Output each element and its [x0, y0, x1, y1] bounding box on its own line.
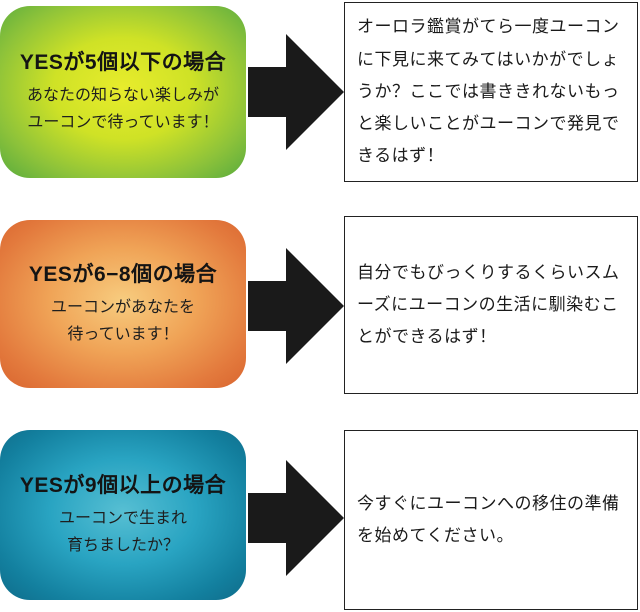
badge-description-line: 育ちましたか？ — [66, 534, 179, 554]
badge-title: YESが6−8個の場合 — [28, 262, 218, 286]
arrow-right-icon — [248, 34, 344, 150]
result-message-box-2: 自分でもびっくりするくらいスムーズにユーコンの生活に馴染むことができるはず！ — [344, 216, 638, 394]
result-row-3: YESが9個以上の場合 ユーコンで生まれ 育ちましたか？ 今すぐにユーコンへの移… — [0, 424, 640, 612]
result-message-box-3: 今すぐにユーコンへの移住の準備を始めてください。 — [344, 430, 638, 610]
arrow-right-icon — [248, 248, 344, 364]
result-message-text: オーロラ鑑賞がてら一度ユーコンに下見に来てみてはいかがでしょうか？ここでは書きき… — [357, 17, 620, 167]
result-row-1: YESが5個以下の場合 あなたの知らない楽しみが ユーコンで待っています！ オー… — [0, 0, 640, 186]
result-message-text: 今すぐにユーコンへの移住の準備を始めてください。 — [357, 493, 620, 546]
badge-description: ユーコンがあなたを 待っています！ — [51, 294, 195, 347]
result-badge-2: YESが6−8個の場合 ユーコンがあなたを 待っています！ — [0, 220, 246, 388]
badge-description-line: ユーコンで生まれ — [58, 508, 187, 528]
badge-description-line: ユーコンで待っています！ — [27, 111, 219, 131]
result-message-box-1: オーロラ鑑賞がてら一度ユーコンに下見に来てみてはいかがでしょうか？ここでは書きき… — [344, 2, 638, 182]
badge-description-line: 待っています！ — [67, 323, 179, 343]
badge-description: あなたの知らない楽しみが ユーコンで待っています！ — [27, 82, 219, 135]
result-row-2: YESが6−8個の場合 ユーコンがあなたを 待っています！ 自分でもびっくりする… — [0, 212, 640, 398]
badge-description-line: ユーコンがあなたを — [50, 297, 195, 317]
badge-title: YESが9個以上の場合 — [19, 473, 227, 497]
result-message-text: 自分でもびっくりするくらいスムーズにユーコンの生活に馴染むことができるはず！ — [357, 262, 620, 348]
result-badge-1: YESが5個以下の場合 あなたの知らない楽しみが ユーコンで待っています！ — [0, 6, 246, 178]
badge-description-line: あなたの知らない楽しみが — [26, 85, 219, 105]
result-badge-3: YESが9個以上の場合 ユーコンで生まれ 育ちましたか？ — [0, 430, 246, 600]
badge-description: ユーコンで生まれ 育ちましたか？ — [59, 505, 187, 558]
badge-title: YESが5個以下の場合 — [19, 50, 227, 74]
arrow-right-icon — [248, 460, 344, 576]
